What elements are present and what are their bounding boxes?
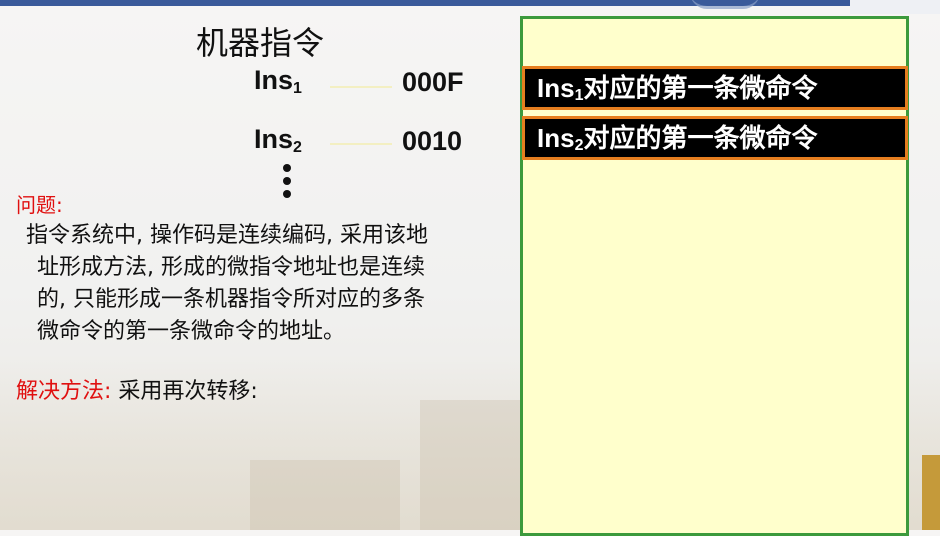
- header-corner: [850, 0, 940, 14]
- problem-line: 微命令的第一条微命令的地址。: [37, 319, 346, 344]
- instruction-connector-1: [330, 86, 392, 88]
- solution-label: 解决方法:: [16, 379, 112, 404]
- instruction-connector-2: [330, 143, 392, 145]
- instruction-label-1: Ins1: [254, 65, 302, 97]
- logo-arc-icon: [690, 0, 760, 9]
- slide-title: 机器指令: [196, 24, 325, 62]
- solution-text: 采用再次转移:: [111, 379, 258, 404]
- microinstruction-entry-1: Ins1对应的第一条微命令: [522, 66, 908, 110]
- problem-text: 指令系统中, 操作码是连续编码, 采用该地 址形成方法, 形成的微指令地址也是连…: [26, 220, 506, 348]
- vertical-ellipsis-icon: [281, 164, 293, 203]
- background-building: [250, 460, 400, 530]
- instruction-label-2: Ins2: [254, 124, 302, 156]
- background-edge: [922, 455, 940, 530]
- problem-line: 指令系统中, 操作码是连续编码, 采用该地: [26, 223, 428, 248]
- instruction-address-1: 000F: [402, 67, 464, 97]
- problem-label: 问题:: [16, 193, 63, 217]
- header-bar: [0, 0, 850, 6]
- problem-line: 的, 只能形成一条机器指令所对应的多条: [37, 287, 425, 312]
- problem-line: 址形成方法, 形成的微指令地址也是连续: [37, 255, 425, 280]
- solution-line: 解决方法: 采用再次转移:: [16, 373, 258, 405]
- instruction-address-2: 0010: [402, 126, 463, 156]
- microinstruction-entry-2: Ins2对应的第一条微命令: [522, 116, 908, 160]
